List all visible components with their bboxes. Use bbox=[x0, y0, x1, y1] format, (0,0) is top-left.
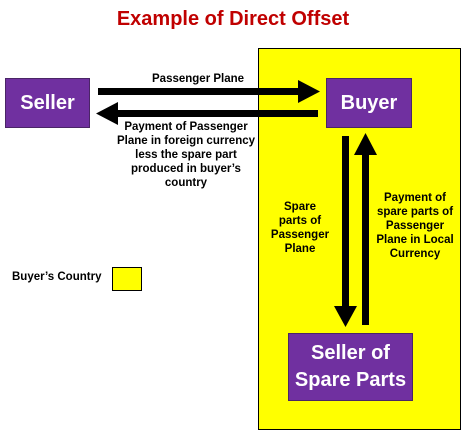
spare-parts-label: Spare parts of Passenger Plane bbox=[270, 201, 330, 255]
passenger-plane-label: Passenger Plane bbox=[152, 73, 245, 85]
seller-node-label: Seller bbox=[20, 91, 75, 114]
buyer-node-label: Buyer bbox=[340, 91, 398, 114]
diagram-title: Example of Direct Offset bbox=[116, 8, 350, 30]
arrow-payment-local bbox=[354, 133, 377, 325]
arrow-spare-parts bbox=[334, 136, 357, 327]
spare-parts-seller-node: Seller of Spare Parts bbox=[288, 333, 413, 401]
payment-foreign-label: Payment of Passenger Plane in foreign cu… bbox=[116, 121, 256, 189]
seller-node: Seller bbox=[5, 78, 90, 128]
payment-local-label: Payment of spare parts of Passenger Plan… bbox=[376, 192, 454, 260]
legend-label: Buyer’s Country bbox=[12, 271, 102, 283]
legend-swatch bbox=[112, 267, 142, 291]
spare-parts-seller-node-label: Seller of Spare Parts bbox=[294, 342, 407, 391]
buyer-node: Buyer bbox=[326, 78, 412, 128]
arrow-payment-foreign bbox=[96, 102, 318, 125]
arrow-passenger-plane bbox=[98, 80, 320, 103]
